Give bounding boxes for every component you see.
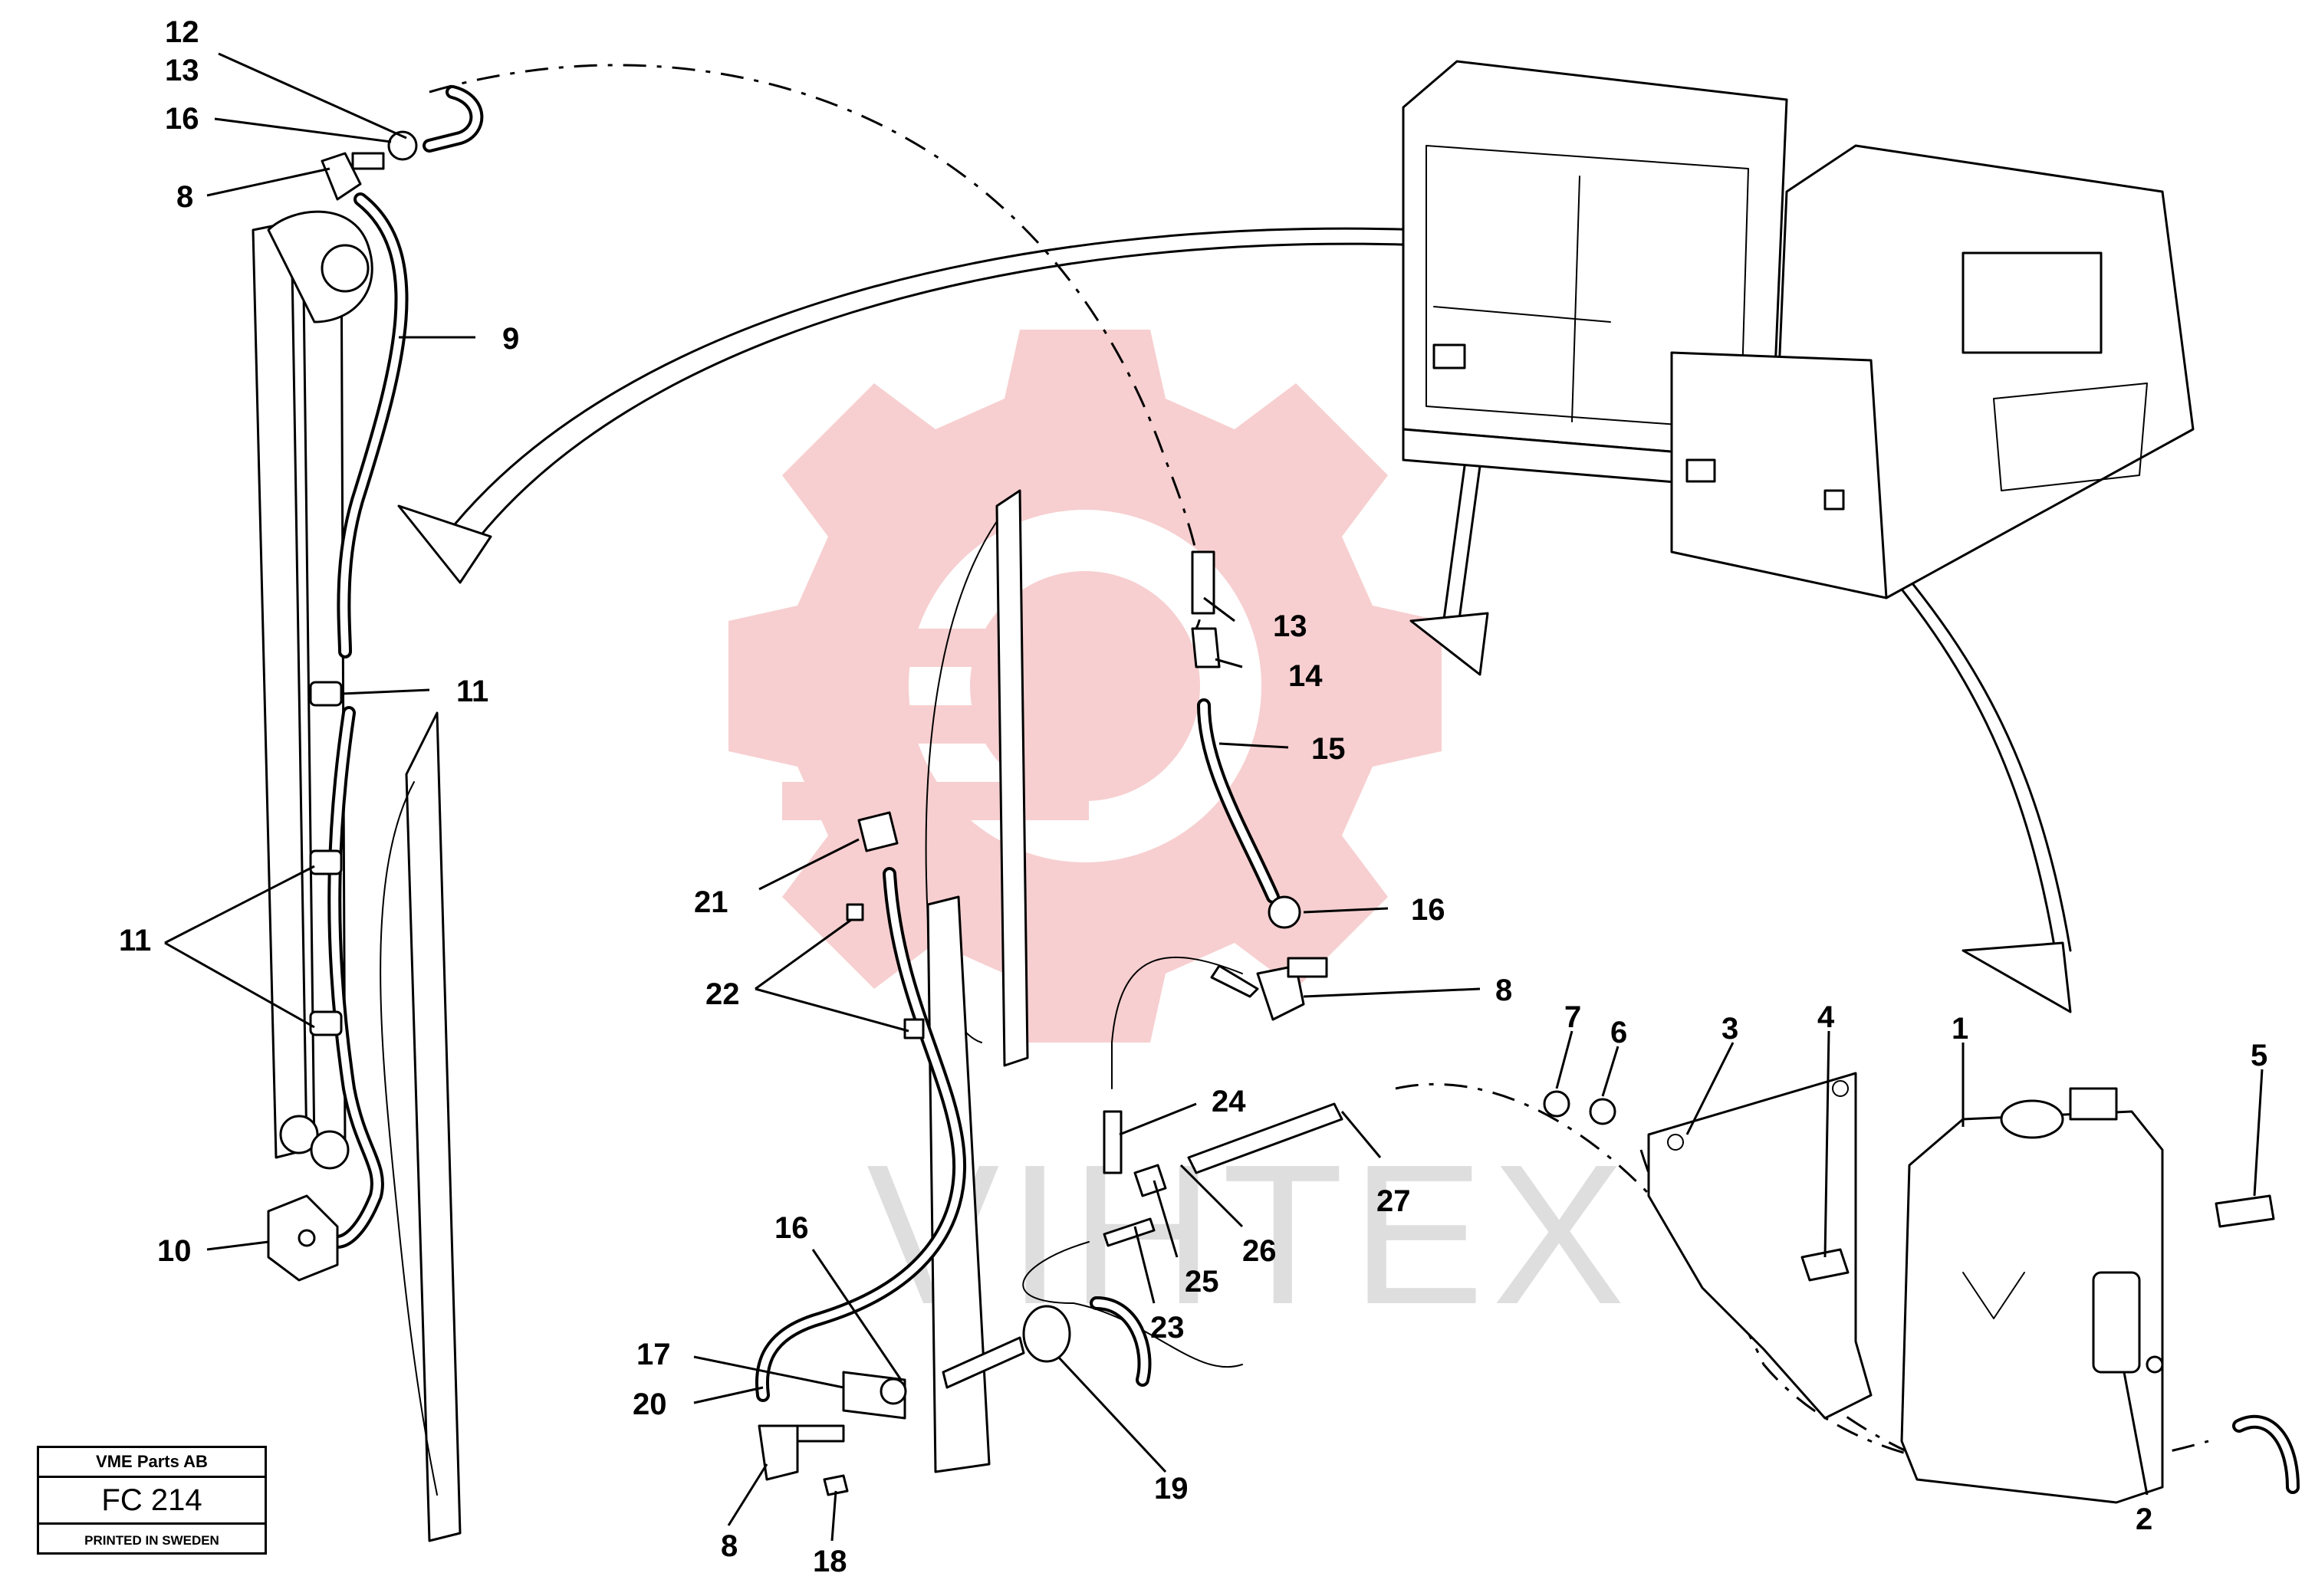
callout-20: 20 — [633, 1387, 667, 1421]
callout-27: 27 — [1376, 1184, 1411, 1218]
callout-9: 9 — [502, 322, 519, 356]
callout-10: 10 — [157, 1234, 192, 1268]
callout-1: 1 — [1952, 1012, 1968, 1046]
callout-17: 17 — [636, 1338, 671, 1371]
callout-8-top: 8 — [176, 180, 193, 214]
callout-16-center: 16 — [1411, 893, 1445, 927]
callout-26: 26 — [1242, 1234, 1277, 1268]
callout-8-center: 8 — [1495, 974, 1512, 1007]
callout-16-top: 16 — [165, 102, 199, 136]
company-name: VME Parts AB — [39, 1448, 265, 1478]
center-elbow-fittings — [1111, 956, 1328, 1089]
callout-14: 14 — [1288, 659, 1323, 693]
callout-13-top: 13 — [165, 54, 199, 87]
washer-pump — [2092, 1271, 2164, 1374]
left-nozzle-parts — [321, 85, 484, 201]
callout-labels: 12 13 16 8 9 11 11 10 13 14 15 16 8 21 2… — [119, 15, 2267, 1578]
callout-11-pair: 11 — [119, 924, 151, 957]
callout-13-center: 13 — [1273, 609, 1307, 643]
title-block: VME Parts AB FC 214 PRINTED IN SWEDEN — [37, 1446, 267, 1555]
watermark-gear-logo — [728, 330, 1442, 1043]
callout-22: 22 — [705, 977, 740, 1011]
motor-bracket — [267, 1194, 339, 1282]
watermark-text: VIHTEX — [866, 1124, 1633, 1346]
arrow-to-left-view — [397, 227, 1428, 584]
center-wiper-blade — [925, 489, 1029, 1473]
dash-curve-top — [429, 64, 1204, 629]
callout-12-top: 12 — [165, 15, 199, 49]
left-hose-clips — [309, 681, 343, 1036]
callout-21: 21 — [694, 885, 728, 919]
callout-3: 3 — [1721, 1012, 1738, 1046]
center-nozzle-parts — [758, 811, 925, 1496]
center-grommet-and-hose — [942, 1296, 1152, 1389]
tank-bracket — [1647, 1072, 1873, 1420]
callout-19: 19 — [1154, 1472, 1189, 1506]
callout-7: 7 — [1564, 1000, 1581, 1034]
center-washer-hose-upper — [1191, 550, 1301, 929]
callout-18: 18 — [813, 1545, 847, 1578]
washer-fluid-tank — [1900, 1087, 2164, 1504]
printed-note: PRINTED IN SWEDEN — [84, 1533, 219, 1548]
figure-code: FC 214 — [39, 1478, 265, 1525]
callout-5: 5 — [2251, 1039, 2267, 1072]
excavator-body — [1402, 60, 2195, 599]
callout-16-lower: 16 — [774, 1211, 809, 1245]
center-tubes — [1022, 1102, 1343, 1368]
callout-24: 24 — [1212, 1085, 1246, 1118]
callout-23: 23 — [1150, 1311, 1185, 1345]
left-wiper-blade — [380, 711, 462, 1542]
center-lower-hose — [755, 867, 966, 1402]
left-washer-hose — [327, 192, 409, 1249]
dash-curve-bottom — [1395, 1083, 2209, 1470]
callout-4: 4 — [1817, 1000, 1835, 1034]
callout-25: 25 — [1185, 1265, 1219, 1299]
leader-lines — [164, 52, 2264, 1542]
arrow-to-tank-view — [1869, 550, 2072, 1013]
callout-2: 2 — [2136, 1502, 2152, 1536]
callout-6: 6 — [1610, 1016, 1627, 1049]
callout-15: 15 — [1311, 732, 1346, 766]
callout-8-lower: 8 — [721, 1529, 738, 1563]
callout-11-single: 11 — [456, 675, 488, 708]
fasteners — [1543, 1090, 2300, 1494]
